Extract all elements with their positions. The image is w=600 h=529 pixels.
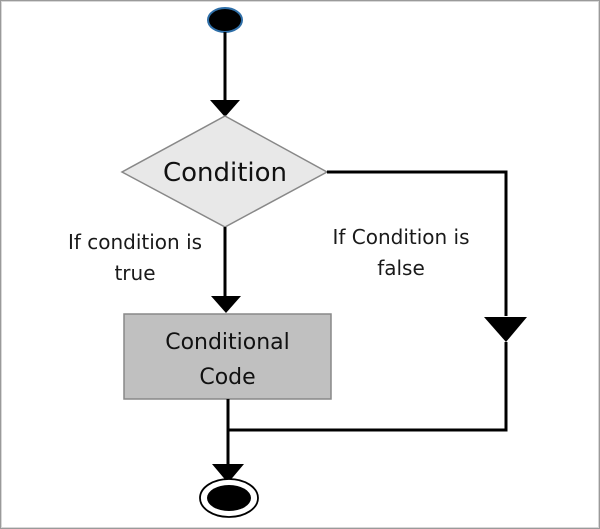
true-branch-label-line-2: true xyxy=(114,261,156,285)
end-arrowhead xyxy=(212,464,244,483)
conditional-code-label: Conditional Code xyxy=(124,325,331,395)
end-node-core xyxy=(207,485,251,511)
condition-label: Condition xyxy=(162,158,288,188)
conditional-code-line-1: Conditional xyxy=(165,330,290,355)
start-to-condition-arrowhead xyxy=(210,100,240,117)
false-branch-label-line-2: false xyxy=(377,256,425,280)
true-branch-label-line-1: If condition is xyxy=(67,230,203,254)
false-branch-line xyxy=(327,170,508,316)
conditional-code-line-2: Code xyxy=(199,365,256,390)
true-branch-arrowhead xyxy=(211,296,241,313)
false-branch-arrowhead xyxy=(484,317,527,342)
false-branch-label: If Condition is false xyxy=(300,222,502,284)
false-branch-label-line-1: If Condition is xyxy=(332,225,470,249)
false-branch-return-line xyxy=(228,342,508,432)
start-node xyxy=(207,7,243,33)
true-branch-label: If condition is true xyxy=(40,227,230,289)
